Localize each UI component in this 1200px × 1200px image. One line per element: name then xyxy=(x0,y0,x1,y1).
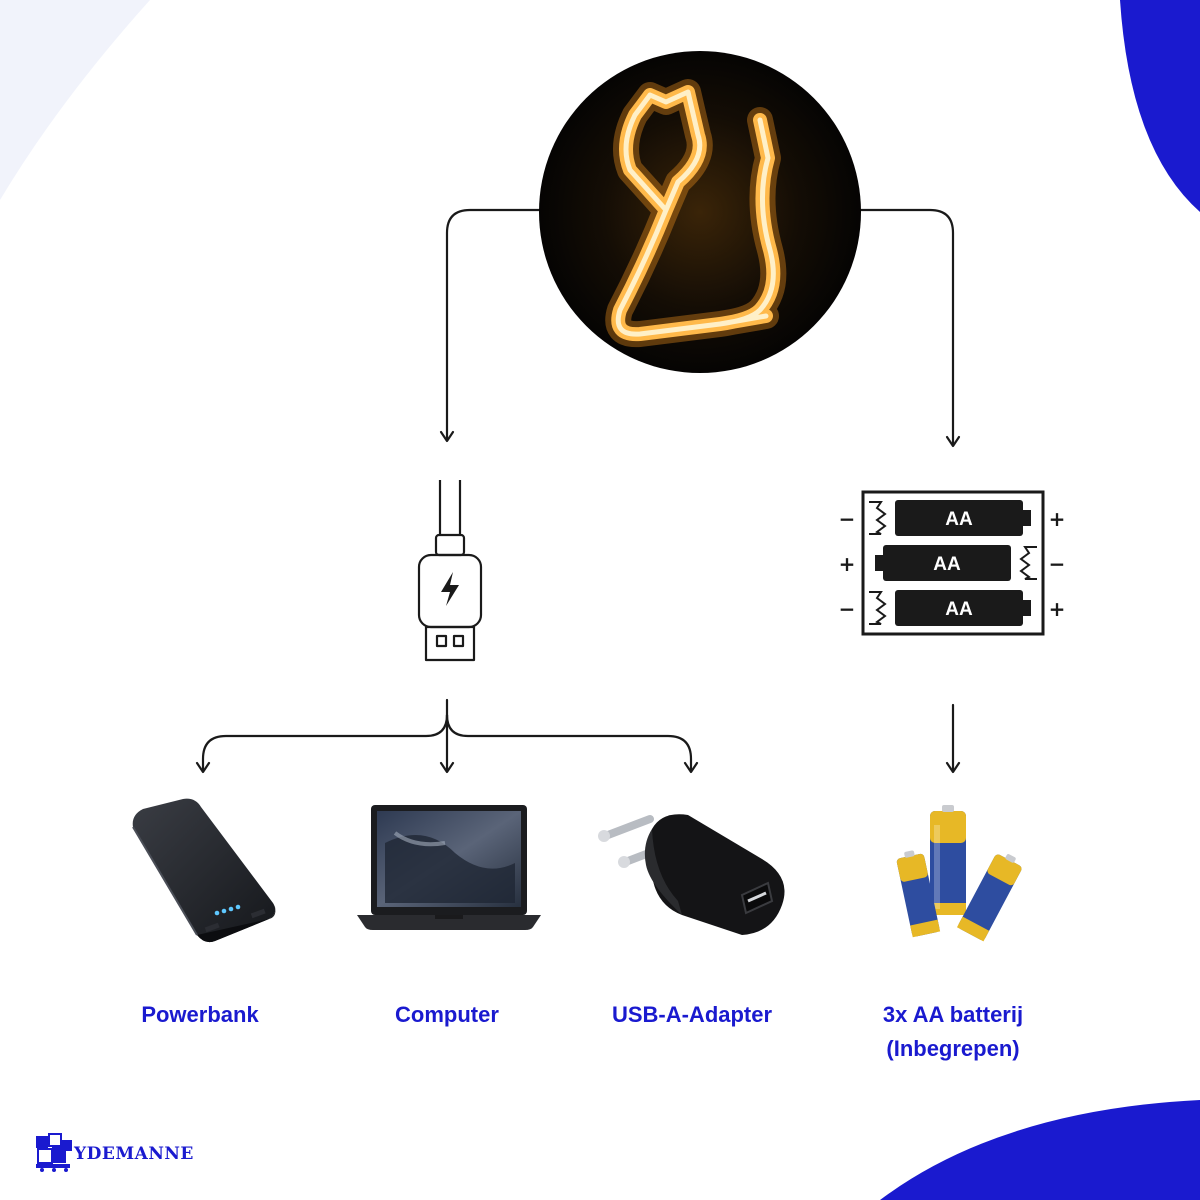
label-powerbank-text: Powerbank xyxy=(141,1002,259,1027)
label-batteries-line2: (Inbegrepen) xyxy=(886,1036,1020,1061)
label-usb-adapter-text: USB-A-Adapter xyxy=(611,1002,773,1027)
sign-left-2: + xyxy=(839,552,856,576)
aa-battery-holder-icon: AA AA AA − + − + − + xyxy=(839,490,1066,636)
connector-product-to-holder xyxy=(858,208,955,447)
sign-right-1: + xyxy=(1049,507,1066,531)
battery-cell-3 xyxy=(869,590,1031,626)
black-disc xyxy=(539,51,861,373)
arrowhead-batteries xyxy=(945,761,961,774)
sign-right-2: − xyxy=(1049,552,1066,576)
arrowhead-computer xyxy=(439,761,455,774)
usb-a-plug-icon xyxy=(417,480,483,662)
cell-label-2: AA xyxy=(933,554,961,575)
battery-cell-1 xyxy=(869,500,1031,536)
arrowhead-powerbank xyxy=(195,761,211,774)
blue-bottom-right-shape xyxy=(880,1100,1200,1200)
label-batteries: 3x AA batterij (Inbegrepen) xyxy=(830,998,1076,1066)
label-powerbank: Powerbank xyxy=(100,998,300,1032)
battery-tall xyxy=(930,805,966,915)
light-corner-shape xyxy=(0,0,150,200)
label-computer: Computer xyxy=(347,998,547,1032)
powerbank-image xyxy=(132,798,276,943)
label-usb-adapter: USB-A-Adapter xyxy=(572,998,812,1032)
laptop-image xyxy=(357,805,541,930)
sign-left-1: − xyxy=(839,507,856,531)
lightning-icon xyxy=(441,572,459,606)
connector-usb-split-right xyxy=(445,713,693,773)
arrowhead-holder xyxy=(945,435,961,448)
battery-cell-2 xyxy=(875,545,1037,581)
connector-usb-split-left xyxy=(201,698,449,773)
cell-label-1: AA xyxy=(945,509,973,530)
arrowhead-usb xyxy=(439,430,455,443)
logo-mark-icon xyxy=(36,1133,72,1172)
blue-top-right-shape xyxy=(1120,0,1200,212)
aa-batteries-image xyxy=(896,805,1022,942)
label-batteries-line1: 3x AA batterij xyxy=(882,1002,1024,1027)
battery-left xyxy=(896,850,941,938)
battery-right xyxy=(956,854,1022,942)
label-computer-text: Computer xyxy=(395,1002,499,1027)
sign-right-3: + xyxy=(1049,597,1066,621)
usb-wall-adapter-image xyxy=(598,814,785,935)
sign-left-3: − xyxy=(839,597,856,621)
connector-product-to-usb xyxy=(445,208,542,442)
neon-cat-lamp xyxy=(539,51,861,373)
cell-label-3: AA xyxy=(945,599,973,620)
arrowhead-adapter xyxy=(683,761,699,774)
logo-text: YDEMANNE xyxy=(74,1144,194,1164)
